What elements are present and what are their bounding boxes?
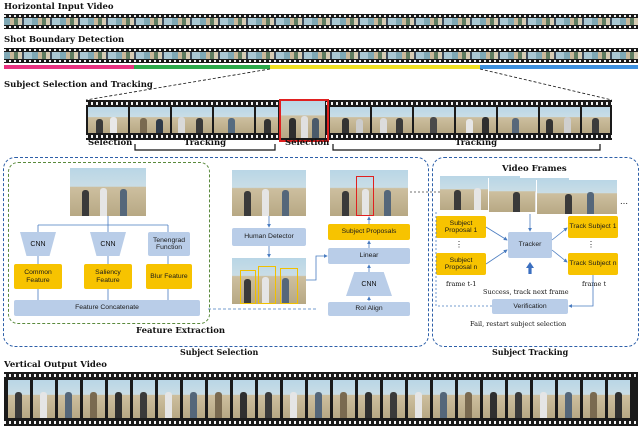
film-frame	[582, 107, 610, 133]
vertical-output-frame	[133, 380, 155, 418]
subject-selection-tracking-title: Subject Selection and Tracking	[4, 80, 153, 90]
cnn-block-1: CNN	[20, 232, 56, 256]
tracking-label-right: Tracking	[455, 138, 498, 148]
feature-concatenate-block: Feature Concatenate	[14, 300, 200, 316]
tenengrad-function-block: Tenengrad Function	[148, 232, 190, 256]
success-up-arrow	[526, 262, 534, 274]
saliency-feature-block: Saliency Feature	[84, 264, 132, 289]
vertical-output-frame	[183, 380, 205, 418]
subject-tracking-caption: Subject Tracking	[492, 347, 569, 357]
film-frame	[130, 107, 170, 133]
video-frames-label: Video Frames	[502, 164, 567, 174]
shot-segment-4	[480, 65, 638, 69]
frame-t-label: frame t	[582, 280, 607, 288]
subject-proposal-n-block: Subject Proposal n	[436, 253, 486, 275]
linear-block: Linear	[328, 248, 410, 264]
shot-segment-3	[270, 65, 480, 69]
success-text: Success, track next frame	[483, 288, 569, 296]
film-frame	[330, 107, 370, 133]
film-frame	[256, 107, 278, 133]
subject-proposal-1-block: Subject Proposal 1	[436, 216, 486, 238]
vertical-output-frame	[508, 380, 530, 418]
cnn-block-3: CNN	[346, 272, 392, 296]
vertical-output-frame	[233, 380, 255, 418]
film-frame	[214, 107, 254, 133]
roi-align-block: RoI Align	[328, 302, 410, 316]
right-vdots: ⋮	[587, 240, 595, 249]
selection-label-mid: Selection	[285, 138, 330, 148]
vertical-output-frame	[358, 380, 380, 418]
detector-input-image	[232, 170, 306, 216]
vertical-output-frame	[33, 380, 55, 418]
track-subject-n-block: Track Subject n	[568, 253, 618, 275]
video-frame-3	[536, 180, 617, 214]
cnn-block-2: CNN	[90, 232, 126, 256]
vertical-output-frame	[533, 380, 555, 418]
vertical-output-frame	[408, 380, 430, 418]
feature-extraction-label: Feature Extraction	[136, 326, 226, 336]
vertical-output-frame	[383, 380, 405, 418]
vertical-output-frame	[333, 380, 355, 418]
tracker-block: Tracker	[508, 232, 552, 258]
vertical-output-frame	[458, 380, 480, 418]
vertical-output-frame	[58, 380, 80, 418]
human-detector-block: Human Detector	[232, 228, 306, 246]
selected-frame	[281, 101, 325, 138]
bbox-3	[280, 268, 298, 304]
detection-result-image	[232, 258, 306, 304]
common-feature-block: Common Feature	[14, 264, 62, 289]
vertical-output-frame	[583, 380, 605, 418]
bbox-1	[240, 270, 256, 304]
film-frame	[88, 107, 128, 133]
vertical-output-frame	[283, 380, 305, 418]
film-frame	[172, 107, 212, 133]
film-frame	[372, 107, 412, 133]
shot-boundary-film	[4, 48, 638, 63]
vertical-output-frame	[433, 380, 455, 418]
film-frame	[456, 107, 496, 133]
proposal-image	[330, 170, 408, 216]
vertical-output-frame	[83, 380, 105, 418]
shot-segment-2	[134, 65, 270, 69]
vertical-output-frame	[108, 380, 130, 418]
vertical-output-frame	[558, 380, 580, 418]
vertical-output-frame	[258, 380, 280, 418]
selection-label-left: Selection	[88, 138, 133, 148]
subject-selection-panel	[3, 157, 429, 347]
frames-ellipsis: …	[620, 197, 628, 206]
blur-feature-block: Blur Feature	[146, 264, 192, 289]
horizontal-input-title: Horizontal Input Video	[4, 2, 114, 12]
fail-text: Fail, restart subject selection	[470, 320, 567, 328]
shot-segment-1	[4, 65, 134, 69]
vertical-output-frame	[308, 380, 330, 418]
feature-extraction-panel	[8, 162, 210, 324]
horizontal-input-film	[4, 14, 638, 29]
left-vdots: ⋮	[455, 240, 463, 249]
vertical-output-frame	[158, 380, 180, 418]
film-frame	[540, 107, 580, 133]
proposal-bbox	[356, 176, 374, 216]
bbox-2	[258, 266, 276, 304]
subject-tracking-panel	[432, 157, 639, 347]
shot-boundary-title: Shot Boundary Detection	[4, 35, 125, 45]
track-subject-1-block: Track Subject 1	[568, 216, 618, 238]
vertical-output-title: Vertical Output Video	[4, 360, 107, 370]
film-frame	[498, 107, 538, 133]
selection-highlight	[279, 99, 329, 142]
feature-input-image	[70, 168, 146, 216]
vertical-output-frame	[608, 380, 630, 418]
subject-proposals-block: Subject Proposals	[328, 224, 410, 240]
frame-t-minus-1-label: frame t-1	[446, 280, 477, 288]
vertical-output-frame	[8, 380, 30, 418]
subject-selection-caption: Subject Selection	[180, 347, 259, 357]
vertical-output-frame	[208, 380, 230, 418]
film-frame	[414, 107, 454, 133]
vertical-output-frame	[483, 380, 505, 418]
tracking-label-left: Tracking	[184, 138, 227, 148]
verification-block: Verification	[492, 299, 568, 314]
